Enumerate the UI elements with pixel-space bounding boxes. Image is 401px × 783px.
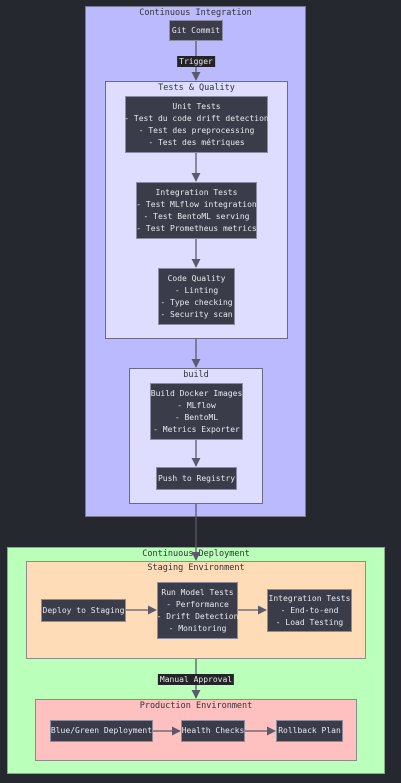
node-line: - Test des métriques [148, 137, 245, 147]
node-line: - BentoML [174, 412, 219, 422]
cluster-title: Staging Environment [147, 563, 245, 573]
cluster-title: Tests & Quality [158, 83, 235, 93]
node-title: Deploy to Staging [42, 605, 125, 615]
node-title: Integration Tests [268, 593, 351, 603]
node-rollback-plan[interactable]: Rollback Plan [276, 720, 343, 742]
node-push-to-registry[interactable]: Push to Registry [156, 467, 237, 490]
node-title: Code Quality [167, 273, 226, 283]
node-line: - Type checking [160, 297, 233, 307]
edge-label-manual-approval: Manual Approval [157, 674, 235, 685]
cluster-title: Continuous Integration [139, 8, 252, 18]
node-title: Blue/Green Deployment [50, 726, 153, 735]
node-line: - Test du code drift detection [124, 113, 269, 123]
node-health-checks[interactable]: Health Checks [181, 720, 245, 742]
node-integration-tests-cd[interactable]: Integration Tests - End-to-end - Load Test… [267, 589, 352, 632]
node-line: - Test BentoML serving [143, 211, 250, 221]
node-title: Build Docker Images [150, 388, 243, 398]
node-title: Push to Registry [157, 473, 236, 483]
node-line: - Performance [166, 599, 229, 609]
node-line: - Test des preprocessing [138, 125, 255, 135]
cluster-title: Production Environment [139, 701, 253, 711]
node-line: - Drift Detection [156, 611, 239, 621]
edge-label-trigger: Trigger [177, 56, 215, 67]
node-line: - Linting [174, 285, 219, 295]
node-unit-tests[interactable]: Unit Tests - Test du code drift detection… [124, 96, 269, 153]
node-line: - MLflow [177, 400, 216, 410]
node-line: - Monitoring [168, 623, 227, 633]
node-line: - End-to-end [280, 605, 339, 615]
node-line: - Security scan [160, 309, 233, 319]
node-deploy-to-staging[interactable]: Deploy to Staging [41, 599, 126, 622]
node-build-docker-images[interactable]: Build Docker Images - MLflow - BentoML - Me… [150, 383, 243, 440]
node-title: Health Checks [181, 726, 245, 735]
node-line: - Test Prometheus metrics [136, 223, 257, 233]
node-title: Unit Tests [172, 101, 221, 111]
node-line: - Metrics Exporter [153, 424, 240, 434]
node-line: - Test MLflow integration [136, 199, 257, 209]
node-code-quality[interactable]: Code Quality - Linting - Type checking - Se… [158, 268, 235, 325]
node-title: Integration Tests [155, 187, 238, 197]
node-title: Git Commit [171, 25, 221, 35]
node-blue-green-deployment[interactable]: Blue/Green Deployment [50, 720, 153, 742]
node-integration-tests-ci[interactable]: Integration Tests - Test MLflow integrati… [136, 182, 257, 239]
node-title: Run Model Tests [161, 587, 234, 597]
cluster-title: build [183, 370, 209, 380]
node-git-commit[interactable]: Git Commit [169, 20, 223, 41]
node-title: Rollback Plan [278, 726, 341, 735]
node-run-model-tests[interactable]: Run Model Tests - Performance - Drift Dete… [157, 582, 238, 639]
node-line: - Load Testing [275, 617, 344, 627]
